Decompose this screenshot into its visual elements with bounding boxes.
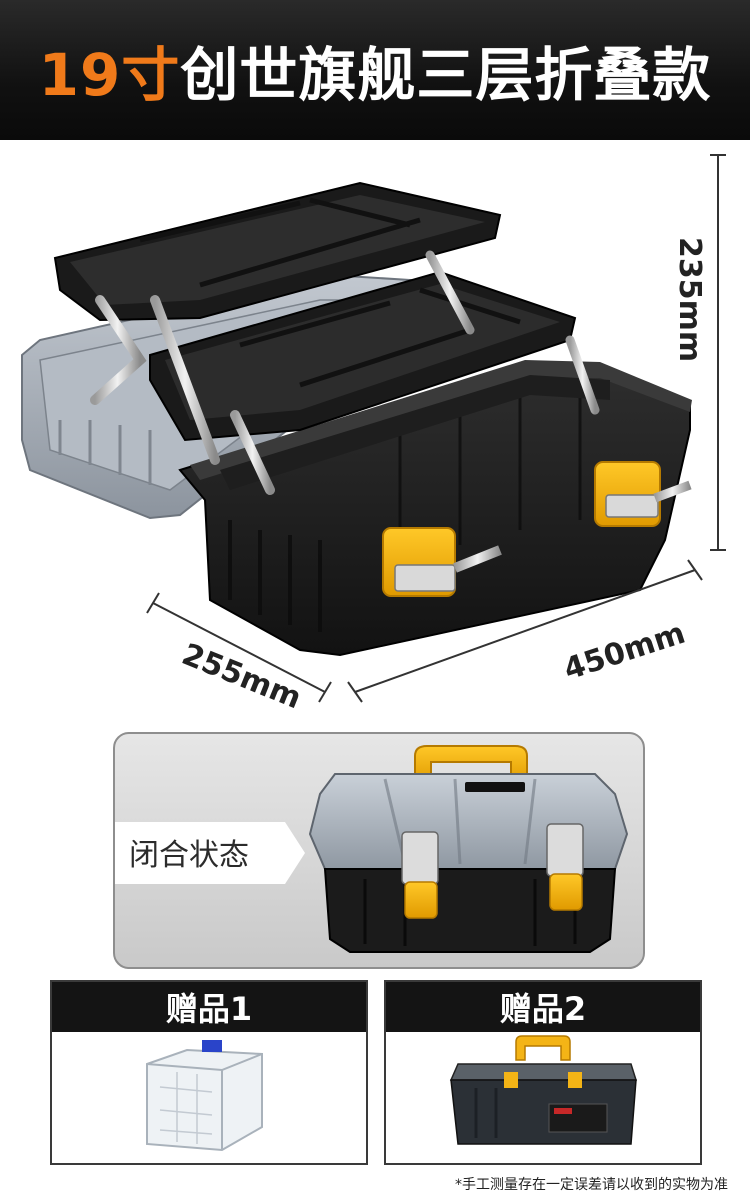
closed-state-panel: 闭合状态: [113, 732, 645, 969]
gift-2-small-toolbox-image: [449, 1035, 638, 1145]
dimension-length-label: 450mm: [560, 616, 690, 688]
gift-card-2: 赠品2: [384, 980, 702, 1165]
gift-1-title: 赠品1: [165, 990, 253, 1028]
closed-label-box: 闭合状态: [115, 822, 305, 884]
gift-2-header: 赠品2: [386, 982, 700, 1032]
gift-2-title: 赠品2: [499, 990, 587, 1028]
gift-1-header: 赠品1: [52, 982, 366, 1032]
toolbox-base: [178, 360, 692, 657]
gift-1-organizer-box-image: [146, 1040, 263, 1152]
upper-tray: [53, 181, 502, 322]
closed-state-label: 闭合状态: [129, 838, 249, 873]
hinge-arms: [90, 250, 600, 495]
closed-toolbox-illustration: [115, 745, 629, 953]
latch-left: [382, 527, 502, 597]
measurement-disclaimer: *手工测量存在一定误差请以收到的实物为准: [455, 1177, 728, 1193]
dimension-height-line: [710, 154, 726, 551]
dimension-length-line: [347, 559, 703, 703]
dimension-height-label: 235mm: [672, 237, 707, 362]
title-text: 创世旗舰三层折叠款: [180, 41, 712, 109]
page-title: 19寸创世旗舰三层折叠款: [39, 28, 712, 112]
gift-card-1: 赠品1: [50, 980, 368, 1165]
hero-product-image: 235mm 450mm 255mm: [0, 140, 750, 730]
size-label: 19寸: [38, 41, 181, 109]
header-banner: 19寸创世旗舰三层折叠款: [0, 0, 750, 140]
open-toolbox-illustration: 235mm 450mm 255mm: [21, 154, 726, 716]
latch-right: [594, 461, 692, 527]
closed-label-tag: [115, 822, 305, 884]
dimension-depth-line: [146, 592, 332, 703]
